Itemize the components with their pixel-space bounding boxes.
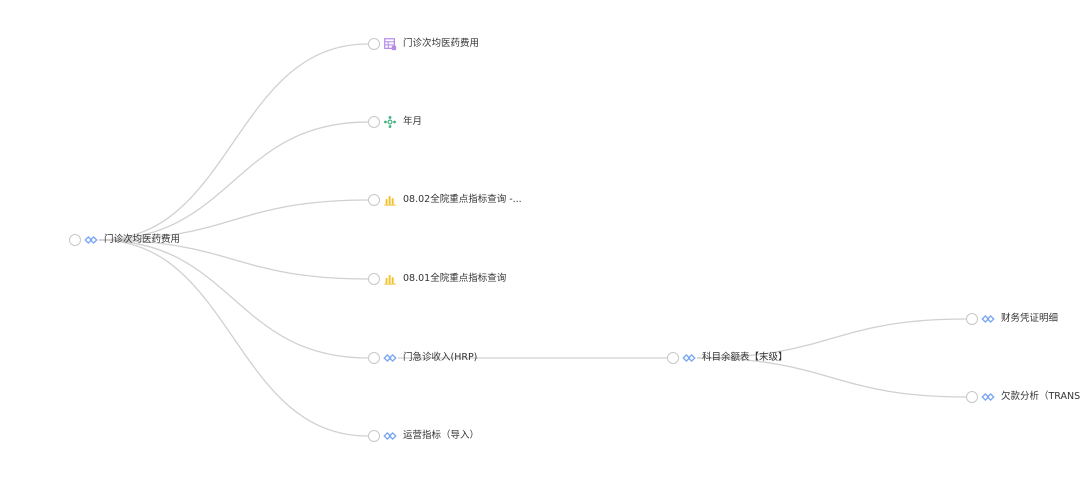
node-label: 门诊次均医药费用 [104, 234, 181, 245]
table-icon [383, 37, 397, 51]
node-label: 门诊次均医药费用 [403, 38, 480, 49]
node-handle[interactable] [667, 352, 679, 364]
node-handle[interactable] [368, 273, 380, 285]
node-outpatient-income-hrp[interactable]: 门急诊收入(HRP) [368, 348, 477, 368]
node-voucher-detail[interactable]: 财务凭证明细 [966, 309, 1058, 329]
edge-line [98, 239, 369, 359]
dataset-icon [981, 312, 995, 326]
node-operation-indicators[interactable]: 运营指标（导入） [368, 426, 479, 446]
edge-line [98, 199, 369, 241]
bar-chart-icon [383, 193, 397, 207]
node-label: 08.01全院重点指标查询 [403, 273, 507, 284]
edge-line [98, 43, 369, 241]
node-handle[interactable] [966, 313, 978, 325]
dataset-icon [383, 429, 397, 443]
edge-line [98, 121, 369, 241]
node-account-balance[interactable]: 科目余额表【末级】 [667, 348, 788, 368]
dataset-icon [682, 351, 696, 365]
node-outpatient-cost-table[interactable]: 门诊次均医药费用 [368, 34, 479, 54]
node-label: 运营指标（导入） [403, 430, 480, 441]
dataset-icon [84, 233, 98, 247]
dataset-icon [981, 390, 995, 404]
bar-chart-icon [383, 272, 397, 286]
node-label: 欠款分析（TRANS [1001, 391, 1080, 402]
edge-line [98, 239, 369, 437]
node-year-month[interactable]: 年月 [368, 112, 422, 132]
node-root[interactable]: 门诊次均医药费用 [69, 230, 180, 250]
node-label: 08.02全院重点指标查询 -... [403, 194, 522, 205]
node-handle[interactable] [966, 391, 978, 403]
node-label: 门急诊收入(HRP) [403, 352, 478, 363]
node-handle[interactable] [368, 352, 380, 364]
dataset-icon [383, 351, 397, 365]
node-report-0801[interactable]: 08.01全院重点指标查询 [368, 269, 506, 289]
edge-line [696, 357, 967, 398]
node-handle[interactable] [368, 116, 380, 128]
node-label: 科目余额表【末级】 [702, 352, 788, 363]
node-label: 财务凭证明细 [1001, 313, 1059, 324]
node-handle[interactable] [69, 234, 81, 246]
node-arrears-analysis[interactable]: 欠款分析（TRANS [966, 387, 1080, 407]
node-handle[interactable] [368, 38, 380, 50]
node-handle[interactable] [368, 194, 380, 206]
dimension-icon [383, 115, 397, 129]
edge-line [696, 318, 967, 359]
node-handle[interactable] [368, 430, 380, 442]
node-report-0802[interactable]: 08.02全院重点指标查询 -... [368, 190, 522, 210]
node-label: 年月 [403, 116, 423, 127]
edge-line [98, 239, 369, 280]
